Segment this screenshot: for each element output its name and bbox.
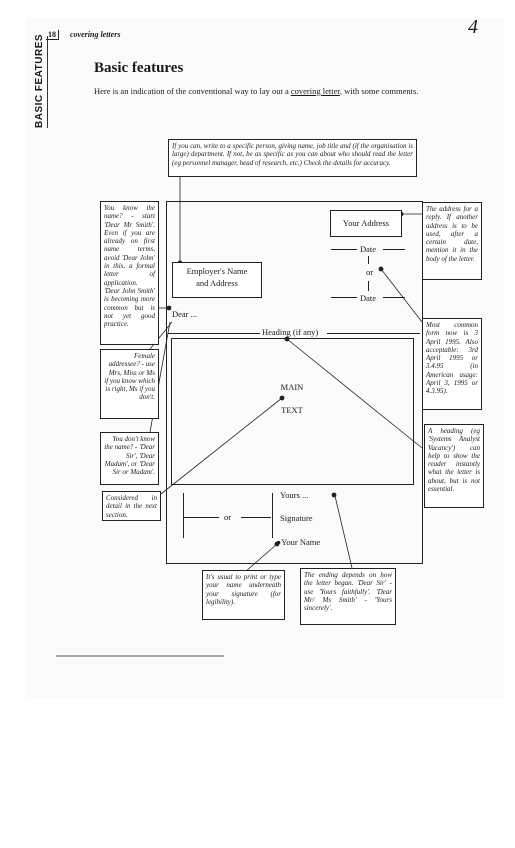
main-text-box [171, 338, 414, 485]
note-print-name: It's usual to print or type your name un… [202, 570, 285, 620]
side-tab-rule [47, 36, 48, 128]
note-date-form: Most common form now is 3 April 1995. Al… [422, 318, 482, 410]
employer-address-box: Employer's Name and Address [172, 262, 262, 298]
intro-before: Here is an indication of the conventiona… [94, 86, 291, 96]
closing-right-bar [272, 493, 273, 538]
note-female-addressee: Female addressee? - use Mrs, Miss or Ms … [100, 349, 159, 419]
note-ending: The ending depends on how the letter beg… [300, 568, 396, 625]
date-tick-bottom [368, 281, 369, 291]
running-head: covering letters [70, 30, 121, 39]
main-text-label-2: TEXT [281, 405, 303, 415]
closing-left-bar [183, 493, 184, 538]
handwritten-mark: 4 [468, 16, 478, 38]
heading-label: Heading (if any) [262, 327, 319, 337]
date-rule-left [331, 249, 357, 250]
closing-rule-left [184, 517, 219, 518]
employer-line-2: and Address [196, 278, 238, 288]
date-bottom: Date [360, 293, 377, 303]
date-rule-right [383, 249, 405, 250]
date2-rule-left [331, 297, 357, 298]
intro-after: , with some comments. [339, 86, 419, 96]
note-heading-optional: A heading (eg 'Systems Analyst Vacancy')… [424, 424, 484, 508]
note-specific-person: If you can, write to a specific person, … [168, 139, 417, 177]
closing-rule-right [241, 517, 271, 518]
signature-label: Signature [280, 513, 313, 523]
page-title: Basic features [94, 60, 184, 76]
intro-text: Here is an indication of the conventiona… [94, 86, 418, 96]
your-name-text: Your Name [281, 537, 321, 547]
closing-or: or [224, 512, 232, 522]
date2-rule-right [383, 297, 405, 298]
note-considered: Considered in detail in the next section… [102, 491, 161, 521]
intro-link[interactable]: covering letter [290, 86, 340, 96]
note-dont-know-name: You don't know the name? - 'Dear Sir', '… [100, 432, 159, 485]
date-top: Date [360, 244, 377, 254]
your-name-label: ●Your Name [276, 537, 321, 547]
heading-rule-right [327, 333, 420, 334]
note-know-name: You know the name? - start 'Dear Mr Smit… [100, 201, 159, 345]
employer-line-1: Employer's Name [186, 266, 248, 276]
heading-rule-left [168, 333, 260, 334]
your-address-box: Your Address [330, 210, 402, 237]
dear-salutation: Dear ... [172, 309, 198, 319]
page-number: 18 [46, 30, 59, 40]
note-address-reply: The address for a reply. If another addr… [422, 202, 482, 280]
yours-closing: Yours ... [280, 490, 309, 500]
main-text-label-1: MAIN [280, 382, 304, 392]
date-or: or [366, 267, 374, 277]
date-tick-top [368, 256, 369, 264]
